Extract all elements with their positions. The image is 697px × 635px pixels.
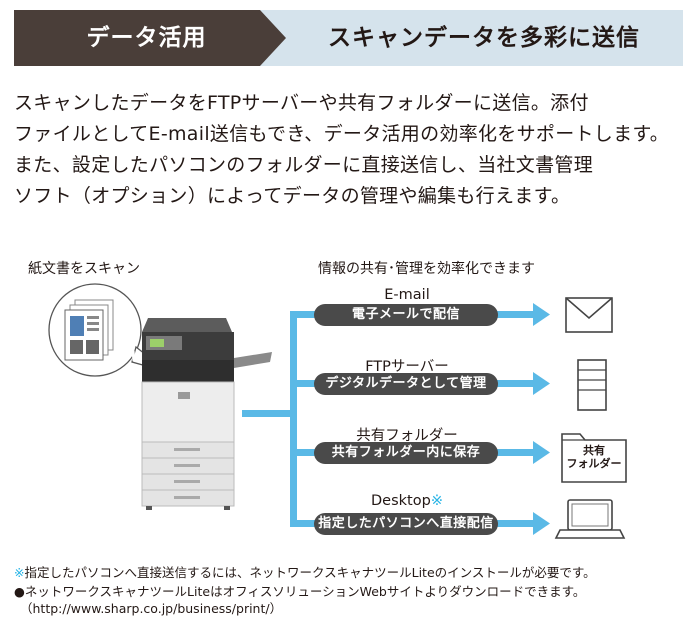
intro-line-4: ソフト（オプション）によってデータの管理や編集も行えます。 [14, 185, 571, 207]
intro-line-1: スキャンしたデータをFTPサーバーや共有フォルダーに送信。添付 [14, 92, 589, 114]
footnote-1: ※指定したパソコンへ直接送信するには、ネットワークスキャナツールLiteのインス… [14, 565, 596, 580]
service-action-ftp: デジタルデータとして管理 [314, 373, 498, 395]
service-name-desktop: Desktop※ [371, 493, 443, 509]
intro-line-3: また、設定したパソコンのフォルダーに直接送信し、当社文書管理 [14, 154, 594, 176]
section-header: データ活用 スキャンデータを多彩に送信 [14, 10, 683, 66]
service-action-shared-folder: 共有フォルダー内に保存 [314, 442, 498, 464]
share-label: 情報の共有･管理を効率化できます [318, 261, 535, 277]
paper-document-icon [48, 283, 169, 377]
service-name-shared-folder: 共有フォルダー [356, 428, 458, 444]
footnote-url: （http://www.sharp.co.jp/business/print/） [20, 601, 283, 616]
header-category-label: データ活用 [86, 25, 207, 51]
server-icon [577, 359, 607, 411]
footnote-2: ●ネットワークスキャナツールLiteはオフィスソリューションWebサイトよりダウ… [14, 584, 586, 599]
header-title: スキャンデータを多彩に送信 [328, 25, 640, 51]
service-name-email: E-mail [384, 287, 430, 303]
scan-label: 紙文書をスキャン [28, 261, 140, 277]
intro-line-2: ファイルとしてE-mail送信もでき、データ活用の効率化をサポートします。 [14, 123, 670, 145]
laptop-icon [554, 499, 626, 539]
service-action-desktop: 指定したパソコンへ直接配信 [314, 513, 498, 535]
intro-paragraph: スキャンしたデータをFTPサーバーや共有フォルダーに送信。添付 ファイルとしてE… [14, 88, 684, 212]
folder-icon [561, 433, 627, 483]
header-background [14, 10, 683, 66]
service-name-ftp: FTPサーバー [365, 359, 449, 375]
service-action-email: 電子メールで配信 [314, 304, 498, 326]
multifunction-printer-icon [141, 318, 272, 510]
envelope-icon [565, 297, 613, 333]
folder-icon-label: 共有 フォルダー [566, 444, 622, 470]
